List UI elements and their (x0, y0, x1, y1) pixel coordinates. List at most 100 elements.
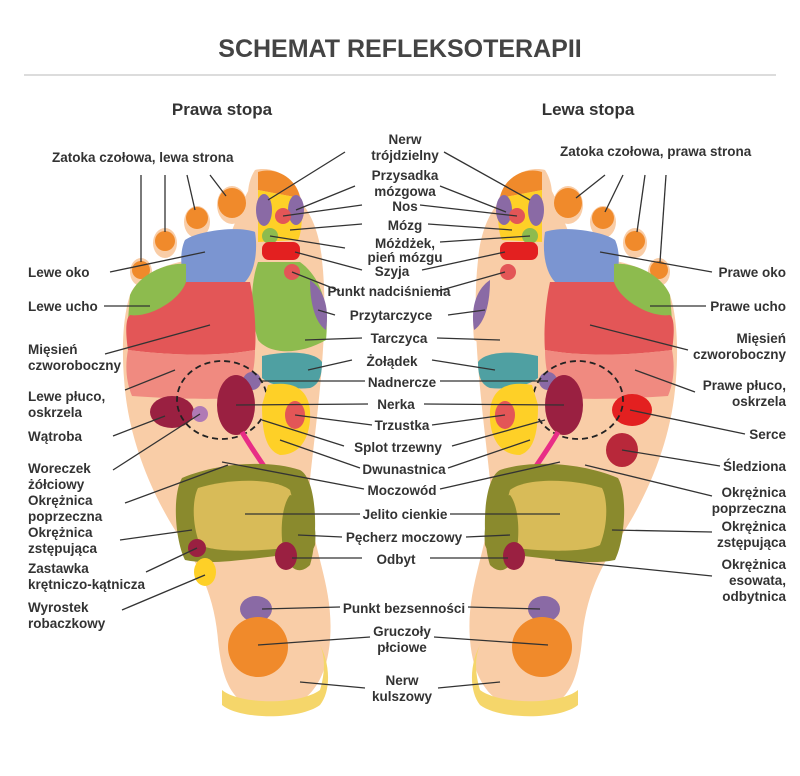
leader-bladder-r (297, 534, 343, 538)
right-appendix (194, 558, 216, 586)
leader-transverse-r (584, 464, 713, 497)
label-gallbladder-1: Woreczek (28, 461, 91, 476)
label-left-eye: Lewe oko (28, 265, 90, 280)
leader-parathyroid-l (447, 309, 486, 316)
left-foot-heading: Lewa stopa (542, 100, 635, 119)
leader-cerebellum-r (269, 235, 346, 249)
label-sciatic-2: kulszowy (372, 689, 433, 704)
leader-gallbladder (112, 413, 201, 471)
label-right-lung-2: oskrzela (732, 394, 787, 409)
left-trigeminal-zone (500, 170, 542, 198)
label-left-lung-1: Lewe płuco, (28, 389, 105, 404)
label-trapezius-left-2: czworoboczny (28, 358, 122, 373)
leader-thyroid-r (304, 337, 363, 341)
left-anus (503, 542, 525, 570)
label-frontal-sinus-left: Zatoka czołowa, lewa strona (52, 150, 234, 165)
label-parathyroid: Przytarczyce (350, 308, 433, 323)
right-gonads (228, 617, 288, 677)
label-right-eye: Prawe oko (718, 265, 786, 280)
label-frontal-sinus-right: Zatoka czołowa, prawa strona (560, 144, 752, 159)
leader-descending-r (611, 529, 713, 533)
labels-center: Nerw trójdzielny Przysadka mózgowa Nos M… (327, 132, 465, 704)
leader-neck-r (294, 251, 363, 271)
right-foot-heading: Prawa stopa (172, 100, 273, 119)
left-trigeminal-side (528, 194, 544, 226)
right-anus (275, 542, 297, 570)
label-trapezius-right-1: Mięsień (736, 331, 786, 346)
label-cerebellum-2: pień mózgu (368, 250, 443, 265)
label-thyroid: Tarczyca (371, 331, 428, 346)
right-trigeminal-side (256, 194, 272, 226)
label-appendix-1: Wyrostek (28, 600, 89, 615)
label-transverse-left-1: Okrężnica (28, 493, 93, 508)
leader-stomach-l (431, 359, 496, 371)
left-sinus-tip-4 (625, 231, 645, 251)
label-pancreas: Trzustka (375, 418, 430, 433)
leader-descending-l (119, 529, 193, 541)
leader-trigeminal-r (267, 151, 346, 201)
label-pituitary-1: Przysadka (372, 168, 439, 183)
label-left-ear: Lewe ucho (28, 299, 98, 314)
chart-title: SCHEMAT REFLEKSOTERAPII (218, 35, 581, 63)
leader-right-trapezius (589, 324, 689, 351)
right-insomnia-point (240, 596, 272, 622)
right-liver (150, 396, 194, 428)
label-transverse-left-2: poprzeczna (28, 509, 103, 524)
leader-sinus-r2 (604, 174, 624, 213)
label-sigmoid-2: esowata, (729, 573, 786, 588)
right-trigeminal-zone (258, 170, 300, 198)
leader-sinus-r1 (575, 174, 606, 199)
leader-gonads-l (433, 636, 549, 646)
leader-sinus-3 (186, 174, 196, 211)
leader-sinus-r4 (659, 174, 667, 263)
leader-sigmoid (554, 559, 713, 577)
label-right-lung-1: Prawe płuco, (703, 378, 786, 393)
left-trapezius-zone (544, 282, 674, 355)
left-bladder-zone (484, 495, 519, 557)
leader-heart (629, 409, 746, 435)
label-spleen: Śledziona (723, 459, 787, 474)
leader-brain-r (289, 223, 363, 231)
right-sciatic-zone (222, 642, 329, 717)
left-eye-zone (543, 229, 619, 282)
leader-stomach-r (307, 359, 353, 371)
label-sigmoid-3: odbytnica (722, 589, 786, 604)
right-sinus-tip-3 (186, 207, 208, 229)
right-small-intestine (193, 480, 295, 551)
leader-right-eye (599, 251, 713, 273)
label-adrenal: Nadnercze (368, 375, 437, 390)
label-descending-right-2: zstępująca (717, 535, 787, 550)
leader-sciatic-r (299, 681, 366, 689)
labels-left: Zatoka czołowa, lewa strona Lewe oko Lew… (28, 150, 234, 631)
leader-cerebellum-l (439, 235, 531, 243)
leader-neck-l (421, 251, 506, 271)
leader-nose-r (282, 204, 363, 217)
leader-left-eye (109, 251, 206, 273)
left-insomnia-point (528, 596, 560, 622)
label-heart: Serce (749, 427, 786, 442)
label-descending-left-1: Okrężnica (28, 525, 93, 540)
right-parathyroid-zone (252, 262, 327, 352)
label-trapezius-right-2: czworoboczny (693, 347, 787, 362)
left-foot (469, 169, 678, 717)
leader-left-lung (124, 369, 176, 391)
leader-thyroid-l (436, 337, 501, 341)
left-gonads (512, 617, 572, 677)
left-sinus-tip-5 (650, 261, 668, 279)
leader-transverse-l (124, 464, 229, 504)
label-kidney: Nerka (377, 397, 415, 412)
left-stomach-zone (478, 352, 538, 389)
right-eye-zone (181, 229, 257, 282)
label-neck: Szyja (375, 264, 410, 279)
leader-bp-l (437, 271, 506, 292)
leader-lines (104, 151, 746, 689)
leader-insomnia-l (467, 606, 541, 610)
label-left-lung-2: oskrzela (28, 405, 83, 420)
leader-duodenum-l (447, 439, 531, 469)
left-sinus-tip-2 (554, 188, 582, 218)
leader-parathyroid-r (317, 309, 336, 316)
leader-solar-l (451, 419, 546, 447)
leader-bp-r (291, 271, 341, 292)
left-small-intestine (505, 480, 607, 551)
left-parathyroid (472, 280, 490, 330)
